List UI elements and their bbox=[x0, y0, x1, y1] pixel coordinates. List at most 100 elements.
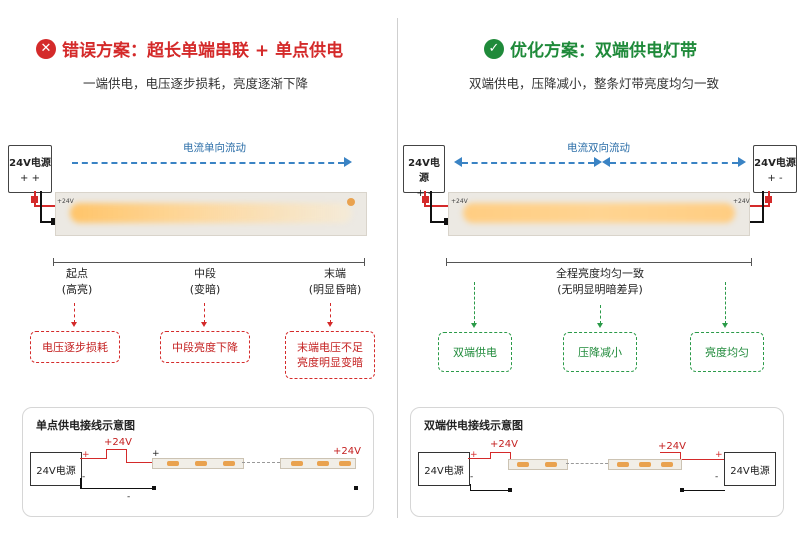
right-card-v2: +24V bbox=[658, 441, 686, 452]
left-card-strip-gap bbox=[242, 462, 280, 463]
segment-end-sub: (明显昏暗) bbox=[308, 283, 362, 296]
down-arrow-icon bbox=[722, 323, 728, 328]
red-connector bbox=[765, 196, 772, 203]
issue-box-end-dark: 末端电压不足 亮度明显变暗 bbox=[285, 331, 375, 379]
left-length-ruler bbox=[53, 262, 365, 263]
left-subtitle: 一端供电，电压逐步损耗，亮度逐渐下降 bbox=[83, 76, 309, 91]
black-wire bbox=[430, 191, 432, 223]
card-red-wire bbox=[80, 458, 106, 459]
card-red-wire bbox=[490, 452, 510, 453]
card-red-wire bbox=[106, 449, 126, 450]
ruler-tick bbox=[364, 258, 365, 266]
arrow-right-icon bbox=[344, 157, 352, 167]
left-strip-glow bbox=[70, 203, 352, 223]
card-red-wire bbox=[680, 459, 724, 460]
left-card-minus: - bbox=[82, 472, 86, 482]
black-wire bbox=[762, 191, 764, 223]
left-title: ✕ 错误方案：超长单端串联 + 单点供电 bbox=[36, 36, 343, 61]
right-card-minus-r: - bbox=[715, 472, 719, 482]
right-flow-text: 电流双向流动 bbox=[567, 142, 630, 154]
ruler-tick bbox=[53, 258, 54, 266]
card-terminal bbox=[680, 488, 684, 492]
arrow-left-icon bbox=[602, 157, 610, 167]
segment-end-title: 末端 bbox=[324, 267, 346, 280]
left-title-text: 错误方案：超长单端串联 + 单点供电 bbox=[62, 41, 344, 61]
card-red-wire bbox=[126, 462, 152, 463]
black-wire bbox=[742, 221, 764, 223]
arrow-left-icon bbox=[454, 157, 462, 167]
right-led-strip bbox=[448, 192, 750, 236]
right-wiring-card bbox=[410, 407, 784, 517]
right-strip-tag-l: +24V bbox=[451, 198, 468, 205]
left-card-strip-a bbox=[152, 458, 244, 469]
red-connector bbox=[31, 196, 38, 203]
right-strip-tag-r: +24V bbox=[733, 198, 750, 205]
left-flow-line bbox=[72, 162, 344, 164]
right-card-strip-gap bbox=[566, 463, 608, 464]
left-strip-tag: +24V bbox=[57, 198, 74, 205]
ruler-tick bbox=[446, 258, 447, 266]
left-psu: 24V电源 + + bbox=[8, 145, 52, 193]
arrow-right-icon bbox=[594, 157, 602, 167]
down-arrow-icon bbox=[471, 323, 477, 328]
red-wire bbox=[424, 205, 450, 207]
down-arrow-line bbox=[74, 303, 75, 323]
left-card-strip-plus: + bbox=[152, 449, 160, 459]
right-title: ✓ 优化方案：双端供电灯带 bbox=[484, 36, 697, 61]
right-psu-left-label: 24V电源 bbox=[408, 158, 440, 184]
down-arrow-icon bbox=[327, 322, 333, 327]
down-arrow-line bbox=[600, 305, 601, 324]
card-red-wire bbox=[106, 449, 107, 459]
issue-box-middle-dim: 中段亮度下降 bbox=[160, 331, 250, 363]
right-subtitle: 双端供电，压降减小，整条灯带亮度均匀一致 bbox=[469, 76, 720, 91]
panel-divider bbox=[397, 18, 398, 518]
card-terminal bbox=[508, 488, 512, 492]
card-black-wire bbox=[683, 490, 725, 491]
right-psu-right-pins: + - bbox=[767, 173, 783, 184]
down-arrow-icon bbox=[597, 323, 603, 328]
right-card-psu-left: 24V电源 bbox=[418, 452, 470, 486]
card-red-wire bbox=[680, 452, 681, 460]
card-black-wire bbox=[80, 478, 82, 488]
card-black-wire bbox=[470, 484, 471, 490]
right-title-text: 优化方案：双端供电灯带 bbox=[510, 41, 697, 61]
card-red-wire bbox=[490, 452, 491, 459]
down-arrow-icon bbox=[71, 322, 77, 327]
card-red-wire bbox=[468, 458, 490, 459]
segment-start-sub: (高亮) bbox=[61, 283, 93, 296]
black-connector bbox=[51, 218, 58, 225]
right-card-plus-r: + bbox=[715, 450, 723, 460]
arrow-right-icon bbox=[738, 157, 746, 167]
red-wire bbox=[34, 205, 56, 207]
black-connector bbox=[444, 218, 451, 225]
left-card-v1: +24V bbox=[104, 437, 132, 448]
segment-middle-sub: (变暗) bbox=[189, 283, 221, 296]
left-card-strip-b bbox=[280, 458, 356, 469]
right-card-minus-l: - bbox=[470, 472, 474, 482]
right-psu-left-pins: + - bbox=[416, 188, 431, 199]
card-terminal bbox=[354, 486, 358, 490]
right-psu-right: 24V电源 + - bbox=[753, 145, 797, 193]
right-card-psu-right: 24V电源 bbox=[724, 452, 776, 486]
segment-start: 起点 (高亮) bbox=[52, 266, 102, 298]
down-arrow-line bbox=[330, 303, 331, 323]
down-arrow-line bbox=[204, 303, 205, 323]
error-x-icon: ✕ bbox=[36, 38, 56, 59]
left-card-plus: + bbox=[82, 450, 90, 460]
left-led-strip bbox=[55, 192, 367, 236]
red-connector bbox=[422, 196, 429, 203]
card-black-wire bbox=[470, 490, 510, 491]
card-red-wire bbox=[660, 452, 680, 453]
card-black-wire bbox=[80, 488, 154, 489]
right-card-v1: +24V bbox=[490, 439, 518, 450]
right-card-strip-a bbox=[508, 459, 568, 470]
issue-box-voltage-loss: 电压逐步损耗 bbox=[30, 331, 120, 363]
left-card-psu: 24V电源 bbox=[30, 452, 82, 486]
left-card-v2: +24V bbox=[333, 446, 361, 457]
benefit-box-uniform: 亮度均匀 bbox=[690, 332, 764, 372]
right-length-ruler bbox=[446, 262, 752, 263]
right-summary-title: 全程亮度均匀一致 bbox=[556, 267, 644, 280]
card-red-wire bbox=[510, 452, 511, 462]
right-strip-glow bbox=[463, 203, 735, 223]
right-card-title: 双端供电接线示意图 bbox=[424, 419, 523, 432]
